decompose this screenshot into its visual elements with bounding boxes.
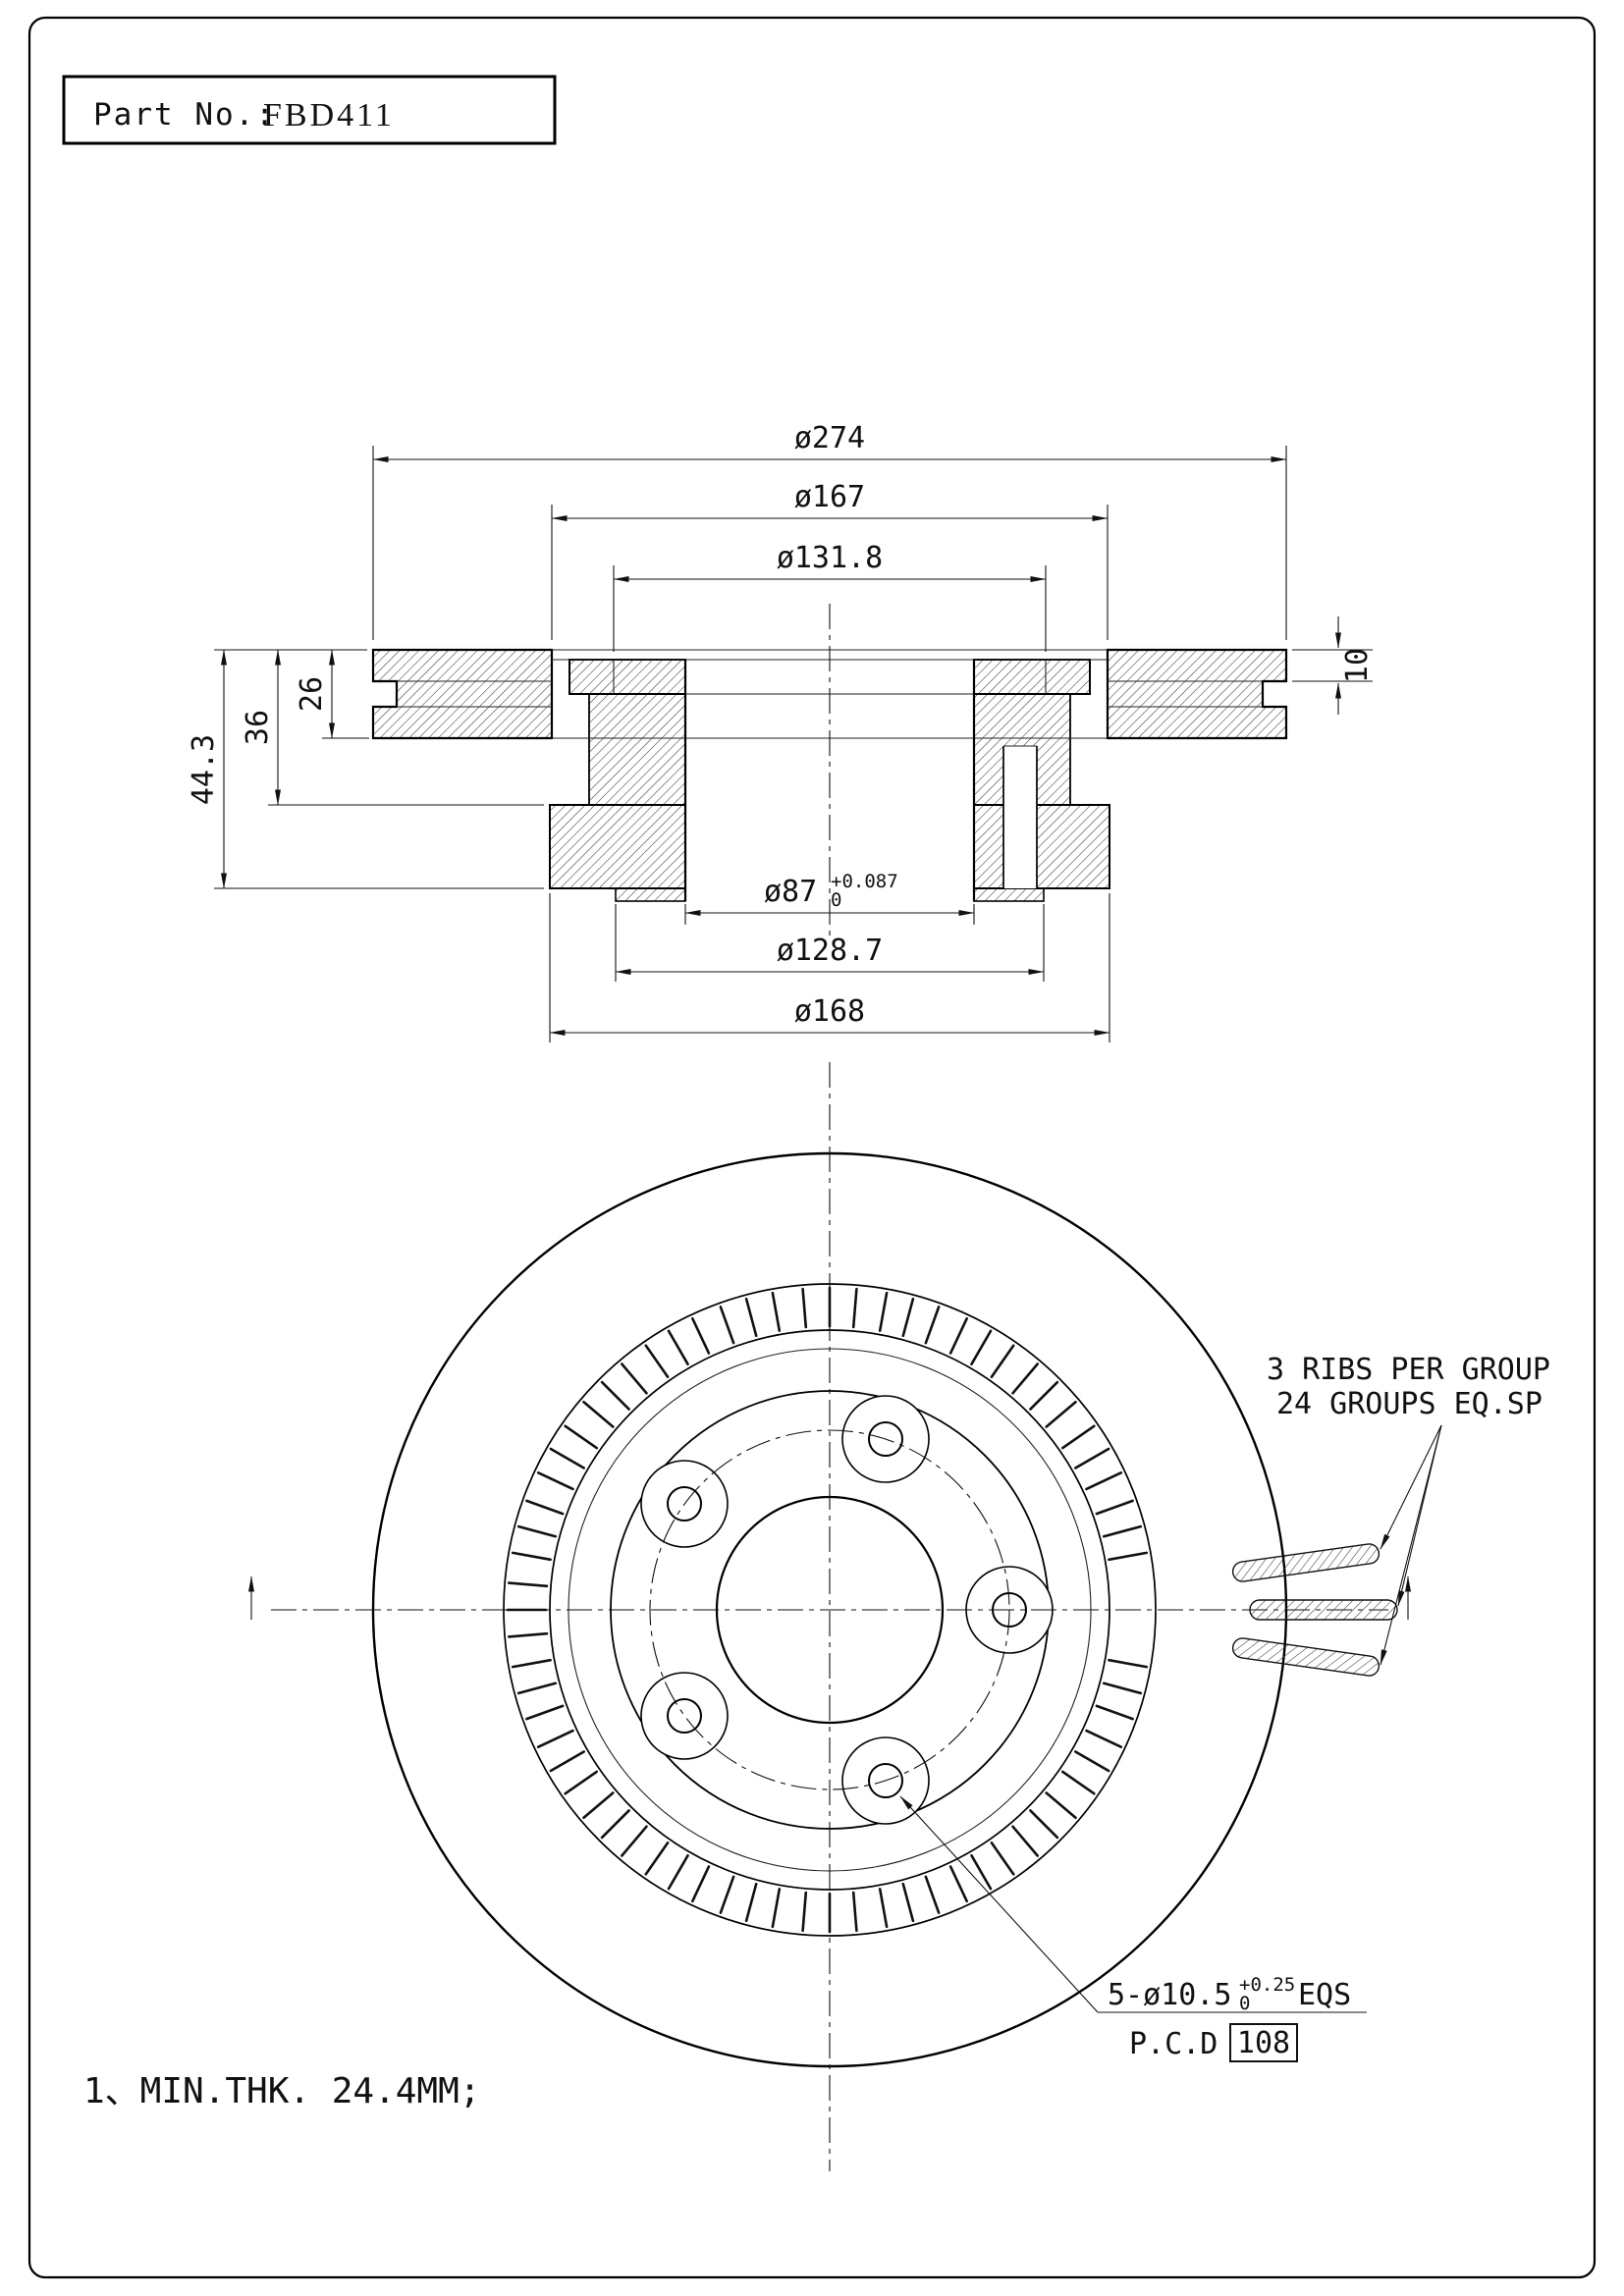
dim-bore: ø87	[764, 875, 817, 909]
front-geometry	[248, 1062, 1411, 2171]
front-view: 3 RIBS PER GROUP 24 GROUPS EQ.SP 5-ø10.5…	[248, 1062, 1550, 2171]
holes-tol-upper: +0.25	[1239, 1974, 1295, 1996]
title-block: Part No.: FBD411	[62, 75, 557, 145]
section-pilot-right	[973, 887, 1045, 902]
ribs-note-line1: 3 RIBS PER GROUP	[1267, 1353, 1550, 1387]
notes: 1、MIN.THK. 24.4MM;	[83, 2071, 480, 2111]
section-pilot-left	[615, 887, 686, 902]
dim-overall-height: 44.3	[187, 734, 221, 805]
dim-36: 36	[241, 710, 275, 745]
part-number-value: FBD411	[263, 97, 395, 133]
pcd-value-box	[1229, 2023, 1298, 2062]
section-band-left	[371, 648, 554, 740]
holes-suffix: EQS	[1298, 1978, 1351, 2012]
section-hat-face-right	[973, 659, 1091, 695]
dim-128-7: ø128.7	[777, 934, 883, 968]
title-block-border	[62, 75, 557, 145]
pcd-label: P.C.D	[1129, 2027, 1218, 2061]
front-annotations: 3 RIBS PER GROUP 24 GROUPS EQ.SP 5-ø10.5…	[899, 1353, 1550, 2062]
section-flange-left	[549, 804, 686, 889]
dim-bore-tol-lower: 0	[831, 889, 841, 911]
part-number-label: Part No.:	[93, 97, 276, 133]
ribs-note-line2: 24 GROUPS EQ.SP	[1276, 1387, 1543, 1421]
pcd-circle	[649, 1429, 1010, 1790]
section-view: ø274 ø167 ø131.8 ø87 +0.087 0 ø128.7 ø16…	[187, 421, 1375, 1042]
section-dimensions: ø274 ø167 ø131.8 ø87 +0.087 0 ø128.7 ø16…	[187, 421, 1375, 1042]
pcd-value: 108	[1237, 2026, 1290, 2060]
dim-bore-tol-upper: +0.087	[831, 871, 898, 892]
section-hat-wall-left	[588, 693, 686, 806]
dim-10: 10	[1340, 648, 1375, 683]
section-bolt-hole	[1003, 746, 1037, 888]
section-flange-right	[973, 804, 1110, 889]
drawing-frame	[27, 16, 1597, 2279]
holes-tol-lower: 0	[1239, 1993, 1250, 2014]
dim-168: ø168	[794, 994, 865, 1029]
dim-131-8: ø131.8	[777, 541, 883, 575]
section-geometry	[371, 604, 1288, 940]
rib-detail	[1231, 1543, 1398, 1677]
dim-26: 26	[295, 676, 329, 712]
min-thickness-note: 1、MIN.THK. 24.4MM;	[83, 2071, 480, 2111]
dim-outer-diameter: ø274	[794, 421, 865, 455]
holes-note: 5-ø10.5	[1108, 1978, 1231, 2012]
dim-167: ø167	[794, 480, 865, 514]
vent-ribs	[506, 1286, 1149, 1934]
bolt-hole	[667, 1698, 702, 1734]
section-hat-face-left	[568, 659, 686, 695]
section-band-right	[1106, 648, 1288, 740]
